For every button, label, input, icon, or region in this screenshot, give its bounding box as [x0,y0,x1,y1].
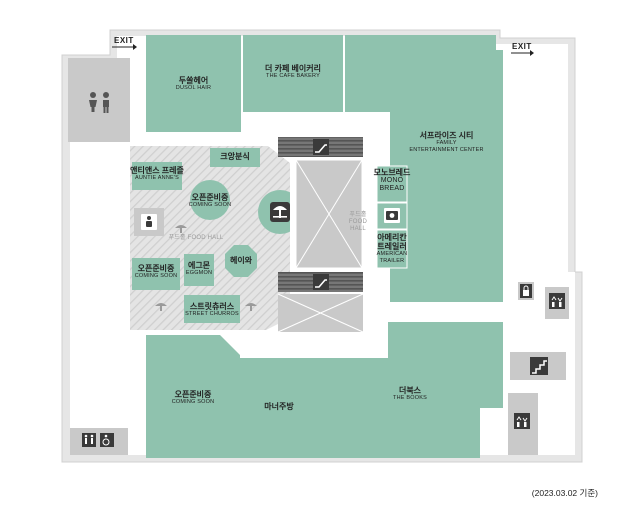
store-the-cafe-bakery[interactable] [243,35,343,112]
store-coming-soon-2[interactable] [132,258,180,290]
label-auntie-annes: 앤티앤스 프레즐 AUNTIE ANNE'S [128,166,186,182]
label-food-hall-right: 푸드홀 FOOD HALL [343,212,373,233]
store-street-churros[interactable] [184,295,240,323]
store-kr-snack[interactable] [210,148,260,167]
escalator-icon [313,139,329,155]
store-name-ko: 서프라이즈 시티 [419,131,474,140]
label-the-cafe-bakery: 더 카페 베이커리 THE CAFE BAKERY [243,64,343,80]
restroom-block-bottom [70,428,128,455]
table-icon [175,225,187,233]
store-name-ko: 아메리칸 [377,233,407,242]
store-eggmon[interactable] [184,254,214,286]
food-hall-icon [273,206,287,218]
label-american-trailer: 아메리칸 트레일러 AMERICAN TRAILER [373,233,411,264]
table-icon [245,303,257,311]
store-name-en: COMING SOON [188,202,232,209]
stairs-icon [530,357,548,375]
store-dusol-hair[interactable] [146,35,241,132]
label-eggmon: 에그몬 EGGMON [182,261,216,277]
label-heywa: 헤이와 [225,256,257,265]
store-heywa[interactable] [225,245,257,277]
store-name-en: TRAILER [379,257,405,264]
store-name-ko: 오픈준비중 [137,264,175,273]
food-hall-text: 푸드홀 FOOD HALL [168,235,224,241]
food-hall-text: 푸드홀 [349,212,367,218]
elevator-icon [549,293,565,309]
store-american-trailer[interactable] [376,229,408,269]
store-name-en: ENTERTAINMENT CENTER [409,146,484,153]
store-name-ko: 더북스 [398,386,422,395]
label-manner-kitchen: 마너주방 [240,402,318,411]
store-name-en: COMING SOON [171,399,215,406]
store-auntie-annes[interactable] [132,162,182,190]
store-name-ko: 두쏠헤어 [178,76,209,85]
food-hall-text: FOOD [348,218,368,225]
photo-zone-icon [386,211,398,220]
store-name-ko: 더 카페 베이커리 [265,64,321,73]
store-name-ko: 모노브레드 [373,168,411,177]
food-hall-text: HALL [350,225,366,232]
store-name-en: THE CAFE BAKERY [266,73,320,80]
label-the-books: 더북스 THE BOOKS [360,386,460,402]
store-name-en: COMING SOON [134,273,178,280]
baby-care-icon [146,216,152,227]
label-dusol-hair: 두쏠헤어 DUSOL HAIR [146,76,241,92]
escalator-icon [313,274,329,290]
restroom-icon [82,433,96,447]
exit-arrow-left [112,44,137,50]
store-name-en: STREET CHURROS [185,311,239,318]
store-name-ko: 오픈준비중 [191,193,229,202]
store-mono-bread[interactable] [376,165,408,203]
exit-label-right: EXIT [512,42,532,51]
store-name-ko: 앤티앤스 프레즐 [130,166,184,175]
store-name-ko: 마너주방 [264,402,294,411]
label-coming-soon-1: 오픈준비중 COMING SOON [185,193,235,209]
store-name-ko: 헤이와 [229,256,253,265]
store-name-en: MONO [380,177,404,185]
store-manner-kitchen[interactable] [240,358,318,458]
exit-arrow-right [511,50,534,56]
label-surprise-city: 서프라이즈 시티 FAMILY ENTERTAINMENT CENTER [390,131,503,153]
label-kr-snack: 크앙분식 [210,152,260,161]
store-name-ko: 크앙분식 [220,152,250,161]
store-name-en: DUSOL HAIR [175,85,212,92]
label-food-hall-left: 푸드홀 FOOD HALL [166,235,226,242]
store-name-ko: 트레일러 [377,242,407,252]
store-coming-soon-1[interactable] [190,180,230,220]
exit-label-left: EXIT [114,36,134,45]
store-name-ko: 스트릿츄러스 [189,302,235,311]
store-the-books[interactable] [318,322,503,458]
date-note: (2023.03.02 기준) [531,488,598,498]
restroom-icon [89,92,109,113]
elevator-icon [514,413,530,429]
store-coming-soon-3[interactable] [146,335,240,458]
store-name-ko: 오픈준비중 [174,390,212,399]
locker-icon [520,284,532,298]
restroom-block [68,58,130,142]
label-coming-soon-3: 오픈준비중 COMING SOON [146,390,240,406]
store-name-en: THE BOOKS [393,395,427,402]
label-mono-bread: 모노브레드 MONO BREAD [373,168,411,193]
accessible-restroom-icon [100,433,114,447]
table-icon [155,303,167,311]
store-name-en: EGGMON [185,270,213,277]
store-surprise-city[interactable] [345,35,503,302]
store-name-en: BREAD [379,185,405,193]
label-street-churros: 스트릿츄러스 STREET CHURROS [176,302,248,318]
store-name-en: FAMILY [436,140,457,147]
store-name-en: AUNTIE ANNE'S [135,175,179,182]
label-coming-soon-2: 오픈준비중 COMING SOON [130,264,182,280]
store-name-en: AMERICAN [376,251,408,258]
store-name-ko: 에그몬 [187,261,211,270]
